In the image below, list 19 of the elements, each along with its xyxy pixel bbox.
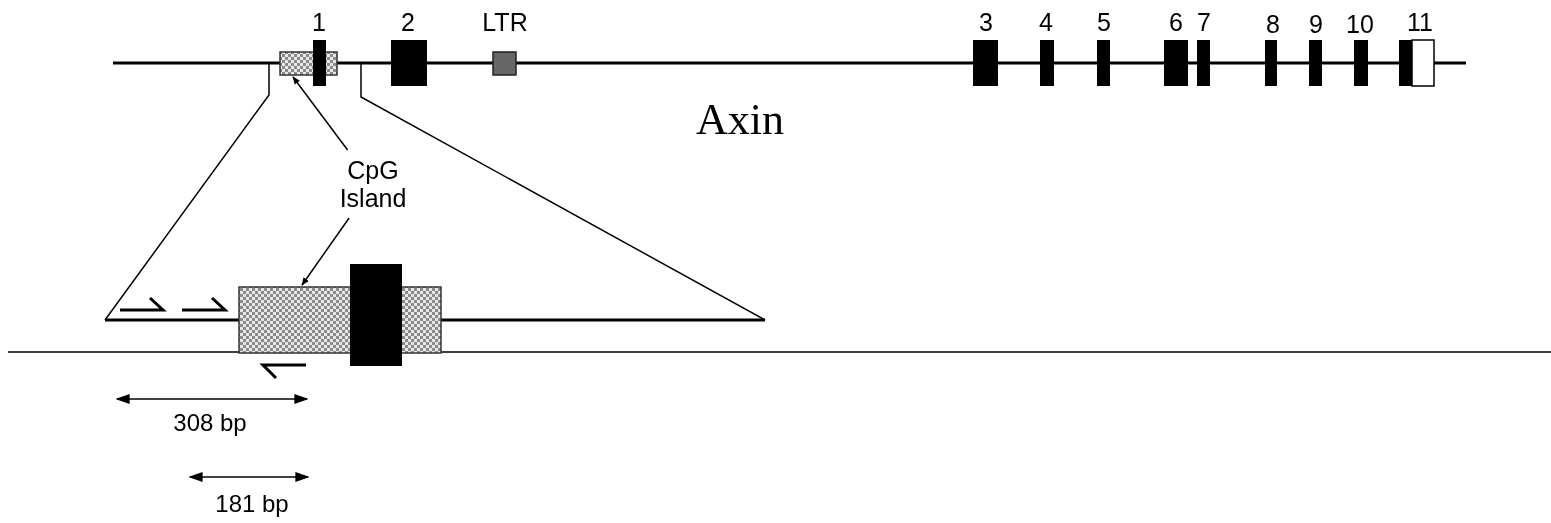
- exon-number: 9: [1309, 11, 1323, 39]
- exon-number: 4: [1039, 9, 1053, 37]
- leader-arrow: [301, 217, 350, 286]
- exon-number: 5: [1097, 9, 1111, 37]
- exon-box: [350, 264, 402, 366]
- exon-number: 10: [1346, 11, 1374, 39]
- exon-number: 2: [401, 9, 415, 37]
- exon-number: 11: [1407, 9, 1433, 37]
- exon-number: 1: [312, 9, 326, 37]
- dimension-label: 308 bp: [173, 409, 247, 437]
- exon-number: 8: [1266, 11, 1280, 39]
- exon-number: 7: [1197, 9, 1211, 37]
- leader-arrow: [292, 76, 349, 151]
- exon-number: 6: [1169, 9, 1183, 37]
- dimension-label: 181 bp: [215, 490, 289, 518]
- element-label: LTR: [482, 9, 528, 37]
- callout-text: CpG Island: [328, 156, 418, 212]
- exon-number: 3: [979, 9, 993, 37]
- gene-name: Axin: [696, 95, 784, 145]
